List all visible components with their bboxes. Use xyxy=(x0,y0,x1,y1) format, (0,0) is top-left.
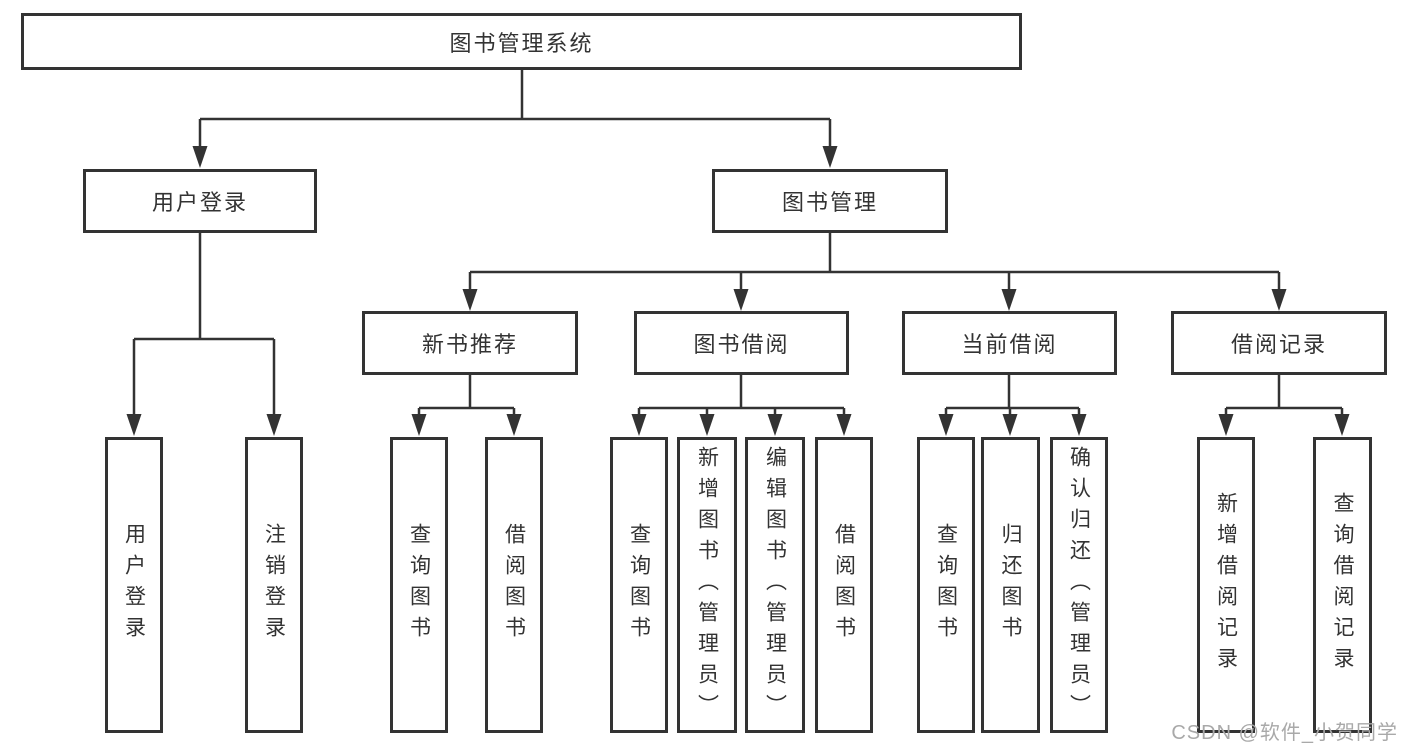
leaf-borrow-books: 借阅图书 xyxy=(485,437,543,733)
leaf-query-borrow-record: 查询借阅记录 xyxy=(1313,437,1372,733)
leaf-label: 确认归还（管理员） xyxy=(1067,445,1091,725)
node-library-management-system: 图书管理系统 xyxy=(21,13,1022,70)
node-new-book-recommend: 新书推荐 xyxy=(362,311,578,375)
leaf-add-borrow-record: 新增借阅记录 xyxy=(1197,437,1255,733)
leaf-label: 查询图书 xyxy=(627,523,651,647)
leaf-edit-book-admin: 编辑图书（管理员） xyxy=(745,437,805,733)
leaf-label: 编辑图书（管理员） xyxy=(763,445,787,725)
leaf-user-login: 用户登录 xyxy=(105,437,163,733)
node-book-borrowing: 图书借阅 xyxy=(634,311,849,375)
node-book-management: 图书管理 xyxy=(712,169,948,233)
node-current-borrowing: 当前借阅 xyxy=(902,311,1117,375)
leaf-logout: 注销登录 xyxy=(245,437,303,733)
leaf-label: 新增图书（管理员） xyxy=(695,445,719,725)
leaf-add-book-admin: 新增图书（管理员） xyxy=(677,437,737,733)
node-user-login: 用户登录 xyxy=(83,169,317,233)
leaf-borrow-books: 借阅图书 xyxy=(815,437,873,733)
leaf-label: 用户登录 xyxy=(122,523,146,647)
leaf-label: 注销登录 xyxy=(262,523,286,647)
leaf-label: 查询借阅记录 xyxy=(1331,492,1354,678)
csdn-watermark: CSDN @软件_小贺同学 xyxy=(1171,722,1398,744)
leaf-confirm-return-admin: 确认归还（管理员） xyxy=(1050,437,1108,733)
leaf-label: 借阅图书 xyxy=(832,523,856,647)
node-borrowing-records: 借阅记录 xyxy=(1171,311,1387,375)
leaf-query-books: 查询图书 xyxy=(610,437,668,733)
leaf-label: 归还图书 xyxy=(999,523,1022,647)
leaf-label: 新增借阅记录 xyxy=(1214,492,1238,678)
leaf-query-books: 查询图书 xyxy=(917,437,975,733)
leaf-label: 查询图书 xyxy=(934,523,958,647)
leaf-return-books: 归还图书 xyxy=(981,437,1040,733)
leaf-label: 查询图书 xyxy=(407,523,431,647)
leaf-label: 借阅图书 xyxy=(502,523,526,647)
leaf-query-books: 查询图书 xyxy=(390,437,448,733)
